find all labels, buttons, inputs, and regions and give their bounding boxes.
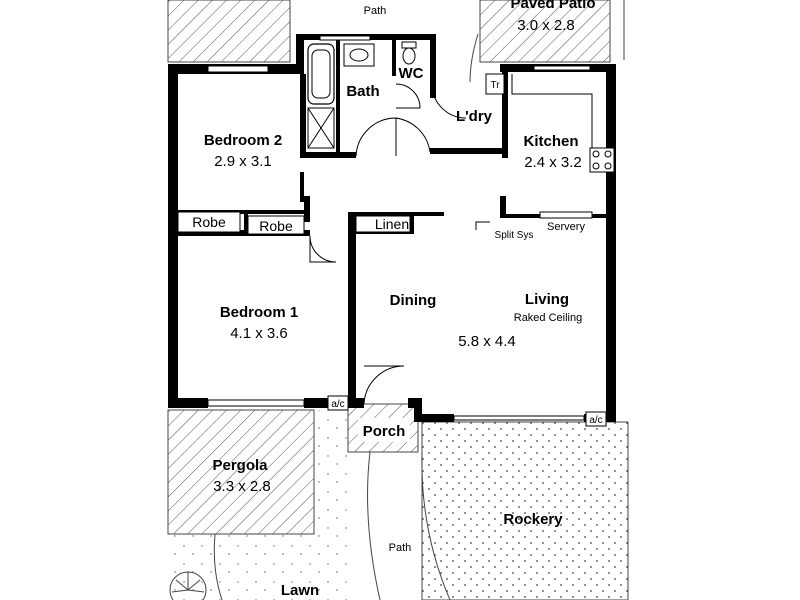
ac-right-label: a/c [589,415,602,426]
bathtub [307,43,335,105]
kitchen-size: 2.4 x 3.2 [524,154,582,171]
front-path-right [421,451,451,600]
tr-box [485,73,505,95]
tr-label: Tr [490,80,500,91]
rockery-label: Rockery [503,511,563,528]
porch-label: Porch [363,423,406,440]
ac-left-box [327,395,349,411]
paved-patio-size: 3.0 x 2.8 [517,17,575,34]
bedroom2-size: 2.9 x 3.1 [214,153,272,170]
pergola-area [167,409,315,535]
split-sys-arrow [475,221,490,230]
wc-label: WC [399,65,424,82]
ac-left-label: a/c [331,399,344,410]
pergola-name: Pergola [212,457,268,474]
laundry-label: L'dry [456,108,493,125]
top-left-hatch [167,0,291,63]
bath-label: Bath [346,83,379,100]
living-note: Raked Ceiling [514,312,582,324]
rockery-area [421,421,629,600]
shrub-icon [169,571,207,600]
split-sys-label: Split Sys [495,230,534,241]
kitchen-name: Kitchen [523,133,578,150]
ac-right-box [585,411,607,427]
bathtub-inner [311,49,331,99]
porch-label-bg [358,418,410,442]
servery-window [539,211,593,219]
robe-right-label: Robe [259,218,293,234]
bedroom1-size: 4.1 x 3.6 [230,325,288,342]
basin-icon [343,43,375,67]
lawn-area [168,410,348,600]
front-path-left [367,451,381,600]
robe-left-label: Robe [192,214,226,230]
toilet-icon [401,41,417,65]
lawn-edge [213,533,223,600]
path-top-curve [469,33,479,83]
path-top-label: Path [364,5,387,17]
path-bottom-label: Path [389,542,412,554]
paved-patio-name: Paved Patio [510,0,595,12]
living-name: Living [525,291,569,308]
linen-box [355,215,411,233]
lawn-label: Lawn [281,582,319,599]
robe-right-box [247,215,305,235]
windows [207,35,591,421]
bedroom1-name: Bedroom 1 [220,304,298,321]
shower-icon [307,107,335,149]
cooktop-icon [589,147,615,173]
doors [309,83,467,405]
pergola-size: 3.3 x 2.8 [213,478,271,495]
linen-label: Linen [375,216,409,232]
dining-label: Dining [390,292,437,309]
robe-left-box [177,211,241,233]
paved-patio-area [479,0,611,63]
bedroom2-name: Bedroom 2 [204,132,282,149]
servery-label: Servery [547,221,585,233]
living-size: 5.8 x 4.4 [458,333,516,350]
